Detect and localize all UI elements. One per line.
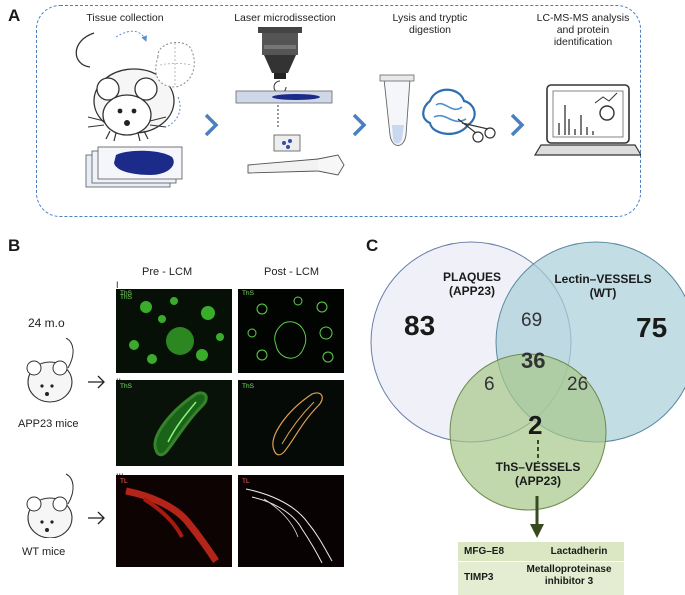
micrograph-ths-vessel-post (238, 380, 344, 466)
stain-label-row3-pre: TL (120, 478, 128, 485)
gene-timp3: TIMP3 (464, 572, 494, 583)
mouse-silhouettes (26, 338, 105, 538)
mouse-icon (75, 32, 175, 142)
micrograph-ths-vessel-pre (116, 380, 232, 466)
row-i-label: I (116, 280, 119, 290)
wt-mice-label: WT mice (22, 546, 66, 558)
stain-label-row2-pre: ThS (120, 383, 132, 390)
count-plaques-lectin: 69 (521, 310, 543, 331)
ths-vessels-label: ThS–VESSELS (APP23) (495, 460, 581, 488)
venn-diagram (370, 241, 685, 538)
stain-label-row3-post: TL (242, 478, 250, 485)
slide-icon (235, 90, 333, 104)
count-plaques-ths: 6 (484, 374, 495, 395)
stain-label-row2-post: ThS (242, 383, 254, 390)
lectin-vessels-label: Lectin–VESSELS (WT) (554, 272, 652, 300)
result-row (458, 542, 624, 561)
gene-mfge8: MFG–E8 (464, 546, 505, 557)
workflow-box (36, 5, 641, 217)
post-lcm-header: Post - LCM (264, 266, 320, 278)
protein-lactadherin: Lactadherin (550, 546, 608, 557)
step-tissue-collection-label: Tissue collection (86, 12, 164, 24)
brain-icon (155, 42, 195, 88)
stain-label-row1-pre: ThS (120, 290, 132, 297)
age-label: 24 m.o (28, 316, 65, 330)
tissue-slides-icon (85, 146, 183, 188)
count-all-three: 36 (521, 348, 546, 373)
micrograph-lectin-vessel-post (238, 475, 344, 567)
step-lcms-label: LC-MS-MS analysis and protein identifica… (536, 12, 630, 48)
plaques-label: PLAQUES (APP23) (442, 270, 501, 298)
workflow-illustration (75, 27, 641, 188)
stain-label-row1-post: ThS (242, 290, 254, 297)
step-laser-microdissection-label: Laser microdissection (234, 12, 336, 24)
step-lysis-digestion-label: Lysis and tryptic digestion (392, 12, 468, 36)
count-lectin-ths: 26 (567, 374, 589, 395)
laptop-spectrum-icon (533, 84, 641, 156)
count-ths-only: 2 (528, 410, 543, 440)
venn-circle-ths (449, 353, 607, 511)
result-row (458, 562, 624, 595)
micrograph-plaques-post (238, 289, 344, 373)
tube-icon (247, 134, 345, 176)
app23-mice-label: APP23 mice (18, 418, 79, 430)
count-plaques-only: 83 (404, 310, 436, 341)
micrograph-stain-label: ThS (120, 294, 133, 301)
microscope-icon (258, 27, 302, 79)
pre-lcm-header: Pre - LCM (142, 266, 193, 278)
mouse-icon (26, 338, 74, 403)
mouse-icon (26, 473, 74, 538)
panel-b-letter: B (8, 236, 21, 255)
protein-scissors-icon (379, 74, 496, 146)
micrograph-plaques-pre: ThS (116, 289, 232, 373)
panel-c-letter: C (366, 236, 379, 255)
count-lectin-only: 75 (636, 312, 668, 343)
protein-metalloproteinase-inhibitor-3: Metalloproteinase inhibitor 3 (526, 564, 612, 587)
panel-a-letter: A (8, 6, 21, 25)
micrograph-lectin-vessel-pre (116, 475, 232, 567)
